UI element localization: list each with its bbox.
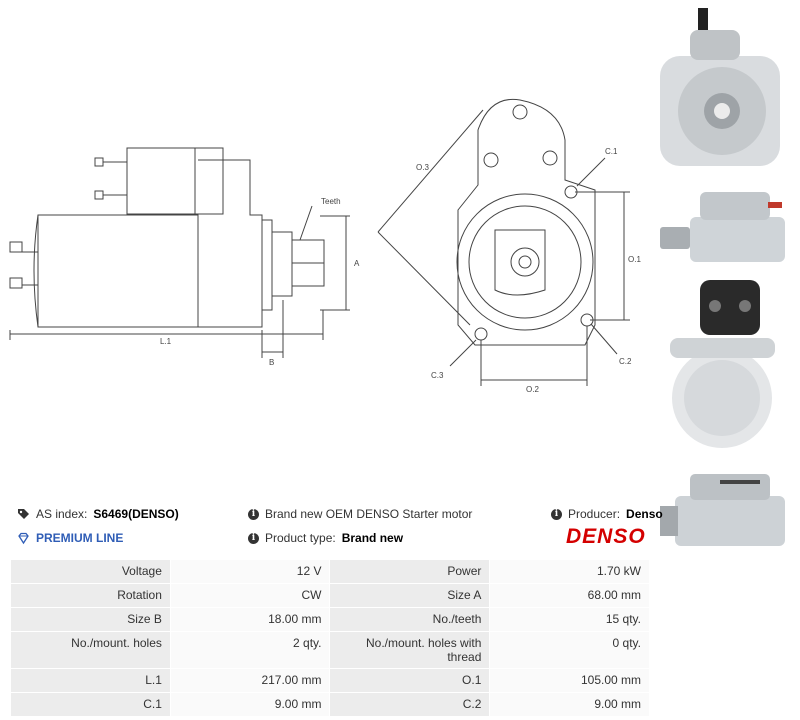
premium-line-label: PREMIUM LINE [36, 531, 124, 545]
label-c1: C.1 [605, 147, 618, 156]
label-teeth: Teeth [321, 197, 341, 206]
product-type: i Product type: Brand new [248, 531, 403, 545]
spec-value: 105.00 mm [489, 668, 650, 693]
info-icon: i [248, 532, 259, 544]
specs-table: Voltage 12 V Power 1.70 kW Rotation CW S… [10, 559, 650, 717]
spec-label: Voltage [10, 559, 171, 584]
label-l1: L.1 [160, 337, 172, 346]
table-row: No./mount. holes 2 qty. No./mount. holes… [10, 631, 650, 669]
spec-value: 2 qty. [169, 631, 331, 669]
spec-value: 9.00 mm [489, 692, 650, 717]
label-c2: C.2 [619, 357, 632, 366]
label-o3: O.3 [416, 163, 429, 172]
description-text: Brand new OEM DENSO Starter motor [265, 507, 473, 521]
spec-label: No./mount. holes [10, 631, 171, 669]
as-index-label: AS index: [36, 507, 88, 521]
side-view-drawing [9, 147, 325, 328]
info-icon: i [551, 508, 562, 520]
as-index: AS index: S6469(DENSO) [17, 507, 179, 521]
label-o2: O.2 [526, 385, 539, 394]
product-type-label: Product type: [265, 531, 336, 545]
product-photo-rear[interactable] [660, 278, 794, 450]
spec-label: Size B [10, 607, 171, 632]
producer: i Producer: Denso [551, 507, 663, 521]
product-photo-side-1[interactable] [660, 182, 794, 272]
spec-value: 18.00 mm [169, 607, 331, 632]
as-index-value: S6469(DENSO) [93, 507, 179, 521]
product-description: i Brand new OEM DENSO Starter motor [248, 507, 472, 521]
table-row: Voltage 12 V Power 1.70 kW [10, 559, 650, 584]
product-photos [650, 0, 800, 560]
diamond-icon [17, 532, 30, 545]
technical-drawing: Teeth A B L.1 O.3 C.1 O.1 C.2 C.3 O.2 [9, 98, 641, 394]
premium-line: PREMIUM LINE [17, 531, 123, 545]
label-a: A [354, 259, 360, 268]
spec-value: 68.00 mm [489, 583, 650, 608]
label-b: B [269, 358, 274, 367]
table-row: Rotation CW Size A 68.00 mm [10, 583, 650, 608]
spec-value: CW [169, 583, 331, 608]
spec-value: 15 qty. [489, 607, 650, 632]
spec-label: Rotation [10, 583, 171, 608]
product-photo-side-2[interactable] [660, 466, 794, 556]
tag-icon [17, 508, 30, 521]
spec-label: No./mount. holes with thread [329, 631, 491, 669]
label-o1: O.1 [628, 255, 641, 264]
spec-value: 1.70 kW [489, 559, 650, 584]
spec-label: L.1 [10, 668, 171, 693]
front-view-drawing [456, 98, 596, 346]
table-row: Size B 18.00 mm No./teeth 15 qty. [10, 607, 650, 632]
spec-label: O.1 [329, 668, 491, 693]
table-row: C.1 9.00 mm C.2 9.00 mm [10, 692, 650, 717]
table-row: L.1 217.00 mm O.1 105.00 mm [10, 668, 650, 693]
label-c3: C.3 [431, 371, 444, 380]
spec-label: Power [329, 559, 491, 584]
spec-value: 9.00 mm [169, 692, 331, 717]
spec-label: Size A [329, 583, 491, 608]
spec-value: 12 V [169, 559, 331, 584]
product-type-value: Brand new [341, 531, 404, 545]
product-photo-front[interactable] [660, 6, 794, 174]
spec-label: C.2 [329, 692, 491, 717]
spec-value: 0 qty. [489, 631, 650, 669]
denso-logo: DENSO [566, 525, 646, 548]
producer-label: Producer: [568, 507, 621, 521]
info-icon: i [248, 508, 259, 520]
spec-label: C.1 [10, 692, 171, 717]
producer-value: Denso [626, 507, 663, 521]
spec-label: No./teeth [329, 607, 491, 632]
spec-value: 217.00 mm [169, 668, 331, 693]
